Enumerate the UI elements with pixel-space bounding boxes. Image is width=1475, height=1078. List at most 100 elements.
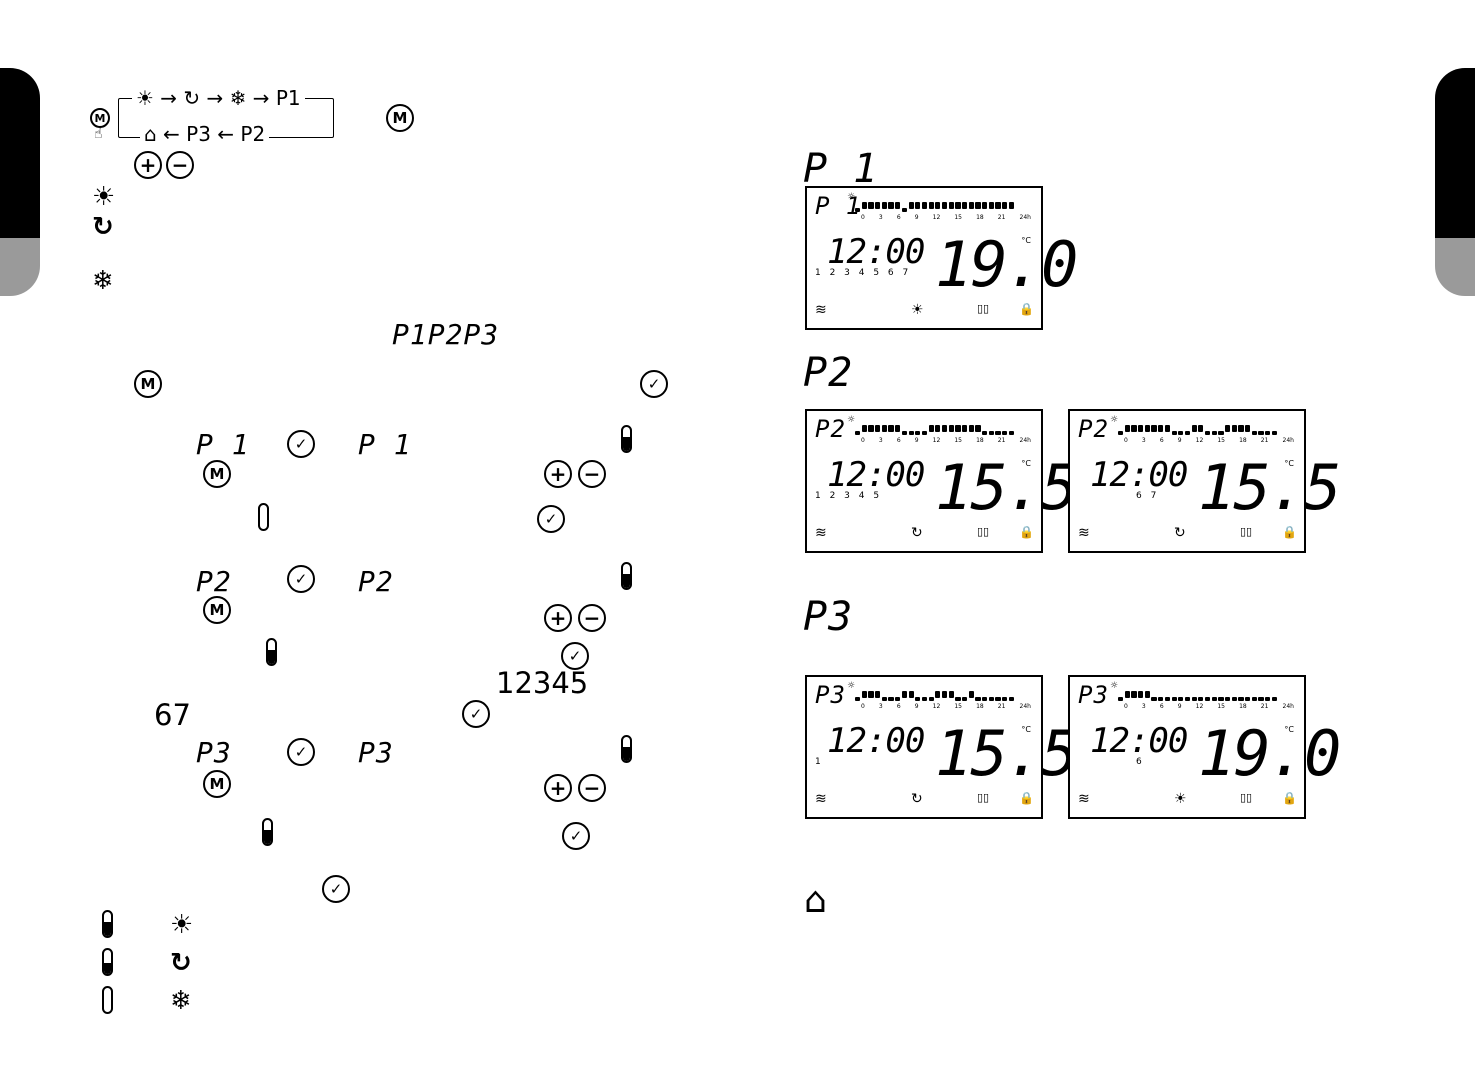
schedule-bar [868, 425, 874, 432]
capsule-half-icon [266, 638, 277, 666]
lcd-sun-eco-icon: ☼ [1110, 415, 1119, 425]
schedule-bar [1211, 431, 1217, 435]
gear-check-icon[interactable]: ✓ [462, 700, 490, 728]
lcd-unit: °C [1021, 459, 1031, 468]
schedule-bar [1158, 697, 1164, 701]
eco-leaf-icon: ↻ [92, 212, 114, 242]
schedule-bar [962, 697, 968, 701]
schedule-bar [1002, 202, 1008, 209]
schedule-bar [1178, 431, 1184, 435]
plus-button-icon[interactable]: + [544, 774, 572, 802]
capsule-mid-icon [102, 948, 113, 976]
right-tab-black [1435, 68, 1475, 238]
cycle-top-row: ☀ → ↻ → ❄ → P1 [132, 86, 305, 110]
gear-check-icon[interactable]: ✓ [640, 370, 668, 398]
snowflake-icon: ❄ [170, 986, 192, 1016]
schedule-bar [1118, 697, 1124, 701]
m-button-icon[interactable]: M [203, 770, 231, 798]
lcd-hour-tick: 24h [1019, 703, 1031, 710]
gear-check-icon[interactable]: ✓ [562, 822, 590, 850]
lcd-hour-tick: 15 [954, 703, 962, 710]
capsule-half-icon [262, 818, 273, 846]
schedule-bar [895, 425, 901, 432]
schedule-bar [1178, 697, 1184, 701]
schedule-bar [1245, 425, 1251, 432]
schedule-bar [982, 202, 988, 209]
m-button-icon[interactable]: M [203, 596, 231, 624]
schedule-bar [908, 691, 914, 698]
schedule-bar [1198, 697, 1204, 701]
schedule-bar [968, 425, 974, 432]
schedule-bar [888, 425, 894, 432]
lcd-hour-tick: 9 [1177, 703, 1182, 710]
schedule-bar [955, 425, 961, 432]
schedule-bar [982, 697, 988, 701]
gear-check-icon[interactable]: ✓ [287, 565, 315, 593]
lcd-clock: 12:00 [1090, 455, 1188, 495]
lcd-sun-eco-icon: ☼ [1110, 681, 1119, 691]
schedule-bar [995, 202, 1001, 209]
schedule-bar [1238, 697, 1244, 701]
lcd-hour-tick: 9 [1177, 437, 1182, 444]
lcd-hour-tick: 0 [861, 214, 865, 221]
schedule-bar [1138, 425, 1144, 432]
lcd-mode-icon: ↻ [1174, 525, 1186, 541]
m-button-icon-2[interactable]: M [134, 370, 162, 398]
capsule-half-icon [621, 562, 632, 590]
gear-check-icon[interactable]: ✓ [287, 738, 315, 766]
plus-button-icon[interactable]: + [544, 460, 572, 488]
lcd-hour-tick: 21 [1260, 703, 1269, 710]
gear-check-icon[interactable]: ✓ [287, 430, 315, 458]
lcd-hour-tick: 0 [861, 437, 865, 444]
programs-list: P1P2P3 [392, 318, 500, 351]
lcd-hour-tick: 21 [997, 214, 1006, 221]
gear-check-icon[interactable]: ✓ [537, 505, 565, 533]
lock-icon: 🔒 [1019, 791, 1034, 805]
sun-icon: ☀ [92, 182, 116, 212]
schedule-bar [1258, 431, 1264, 435]
gear-check-icon[interactable]: ✓ [561, 642, 589, 670]
lcd-hour-tick: 6 [1159, 437, 1164, 444]
schedule-bar [1218, 697, 1224, 701]
lcd-hour-tick: 24h [1282, 703, 1294, 710]
lcd-hour-tick: 18 [976, 437, 984, 444]
lcd-hour-tick: 12 [932, 214, 941, 221]
schedule-bar [901, 431, 907, 435]
gear-check-icon[interactable]: ✓ [322, 875, 350, 903]
m-small-icon: M [90, 108, 110, 128]
plus-button-icon[interactable]: + [544, 604, 572, 632]
schedule-bar [1171, 697, 1177, 701]
m-button-icon[interactable]: M [386, 104, 414, 132]
schedule-bar [1258, 697, 1264, 701]
schedule-bar [868, 202, 874, 209]
lcd-hour-tick: 6 [1159, 703, 1164, 710]
schedule-bar [1151, 425, 1157, 432]
schedule-bar [1118, 431, 1124, 435]
schedule-bar [1251, 697, 1257, 701]
lcd-schedule-bars [855, 687, 1014, 701]
lcd-program-label: P 1 [815, 192, 862, 220]
schedule-bar [1144, 425, 1150, 432]
schedule-bar [995, 697, 1001, 701]
lcd-clock: 12:00 [827, 721, 925, 761]
schedule-bar [948, 202, 954, 209]
schedule-bar [1171, 431, 1177, 435]
lcd-hour-tick: 0 [1124, 437, 1128, 444]
schedule-bar [1265, 431, 1271, 435]
lcd-hour-tick: 9 [914, 703, 919, 710]
minus-button-icon[interactable]: − [166, 151, 194, 179]
schedule-bar [1138, 691, 1144, 698]
minus-button-icon[interactable]: − [578, 604, 606, 632]
lcd-hour-tick: 9 [914, 437, 919, 444]
plus-button-icon[interactable]: + [134, 151, 162, 179]
schedule-bar [948, 691, 954, 698]
minus-button-icon[interactable]: − [578, 774, 606, 802]
minus-button-icon[interactable]: − [578, 460, 606, 488]
m-button-icon[interactable]: M [203, 460, 231, 488]
schedule-bar [1231, 697, 1237, 701]
schedule-bar [1184, 431, 1191, 435]
